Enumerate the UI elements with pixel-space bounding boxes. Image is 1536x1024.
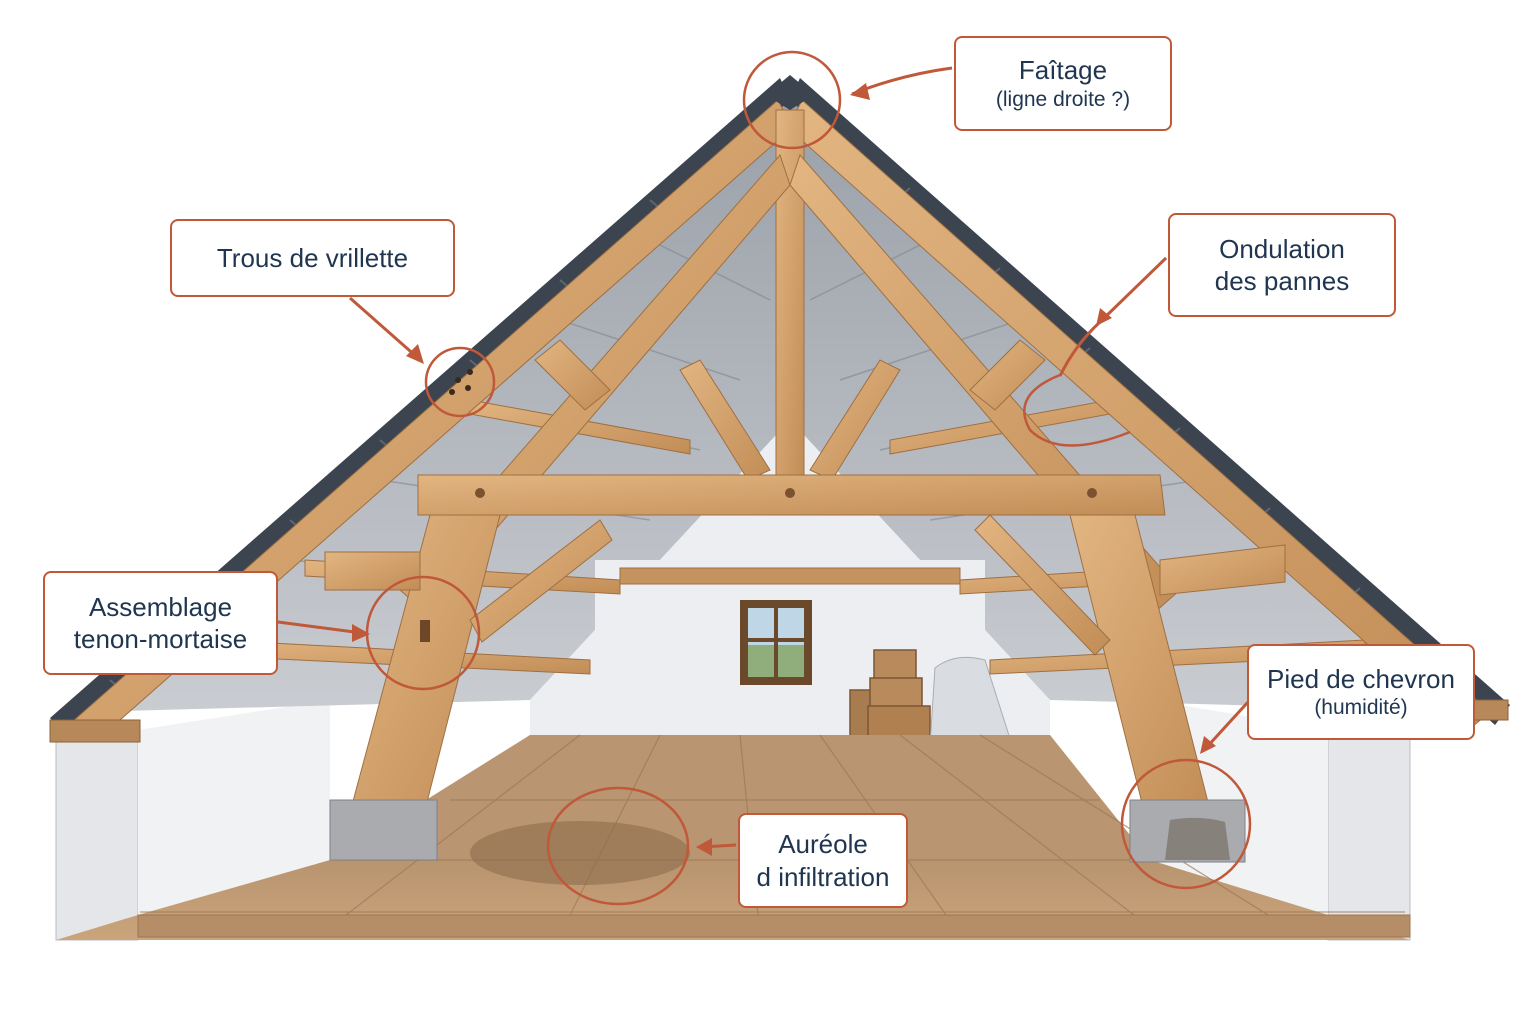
callout-trous-title: Trous de vrillette: [216, 242, 409, 273]
callout-assemblage-line1: Assemblage: [88, 591, 233, 622]
callout-ondulation-des-pannes: Ondulation des pannes: [1168, 213, 1396, 317]
ridge-cap: [766, 75, 814, 110]
arrow-assemblage: [277, 620, 363, 635]
left-wall-plate: [49, 719, 141, 743]
highlight-stain: [546, 786, 690, 906]
arrowhead-pied: [1200, 736, 1216, 754]
collar-peg-center: [785, 488, 795, 498]
arrowhead-trous: [406, 344, 424, 364]
collar-peg-right: [1087, 488, 1097, 498]
right-short-strut: [969, 339, 1046, 411]
left-stone-base: [329, 799, 438, 861]
left-short-strut: [534, 339, 611, 411]
callout-aureole-infiltration: Auréole d infiltration: [738, 813, 908, 908]
back-tie-beam: [619, 567, 961, 585]
left-outer-wall: [55, 729, 139, 941]
callout-assemblage-tenon-mortaise: Assemblage tenon-mortaise: [43, 571, 278, 675]
arrow-ondulation: [1098, 256, 1168, 324]
arrow-ondulation-curve: [1058, 320, 1102, 377]
callout-aureole-line2: d infiltration: [756, 861, 890, 892]
left-knee-wall: [138, 700, 330, 915]
highlight-borer: [424, 346, 496, 418]
infiltration-stain: [470, 821, 690, 885]
borer-hole-2: [467, 369, 473, 375]
mortise-slot: [420, 620, 430, 642]
arrow-pied: [1204, 700, 1250, 750]
arrowhead-aureole: [696, 838, 712, 856]
callout-ondulation-line1: Ondulation: [1219, 233, 1345, 264]
callout-aureole-line1: Auréole: [778, 829, 868, 859]
covered-furniture: [929, 656, 1013, 746]
floor-edge: [137, 914, 1411, 938]
right-outer-wall: [1327, 729, 1411, 941]
arrowhead-assemblage: [352, 624, 370, 642]
borer-hole-4: [465, 385, 471, 391]
borer-hole-3: [449, 389, 455, 395]
arrow-trous: [349, 296, 419, 360]
left-strut: [679, 359, 771, 481]
left-brace: [324, 551, 421, 591]
right-brace: [1159, 544, 1286, 596]
callout-faitage-title: Faîtage: [1018, 55, 1108, 86]
highlight-ridge: [742, 50, 842, 150]
arrowhead-ondulation: [1096, 308, 1112, 326]
borer-hole-1: [455, 377, 461, 383]
callout-faitage: Faîtage (ligne droite ?): [954, 36, 1172, 131]
callout-assemblage-line2: tenon-mortaise: [73, 624, 248, 654]
highlight-rafter-foot: [1120, 758, 1252, 890]
arrowhead-faitage: [850, 83, 870, 100]
collar-peg-left: [475, 488, 485, 498]
right-diagonal-brace: [974, 514, 1111, 656]
right-strut: [809, 359, 901, 481]
window: [740, 600, 812, 685]
rot-stain: [1165, 817, 1230, 860]
highlight-purlin-wave: [1023, 373, 1131, 447]
callout-faitage-subtitle: (ligne droite ?): [995, 87, 1131, 111]
callout-pied-title: Pied de chevron: [1267, 663, 1455, 694]
callout-trous-de-vrillette: Trous de vrillette: [170, 219, 455, 297]
right-roof-slates: [790, 78, 1510, 725]
callout-ondulation-line2: des pannes: [1214, 266, 1350, 296]
callout-pied-de-chevron: Pied de chevron (humidité): [1247, 644, 1475, 740]
storage-boxes: [849, 649, 931, 747]
callout-pied-subtitle: (humidité): [1314, 696, 1408, 720]
